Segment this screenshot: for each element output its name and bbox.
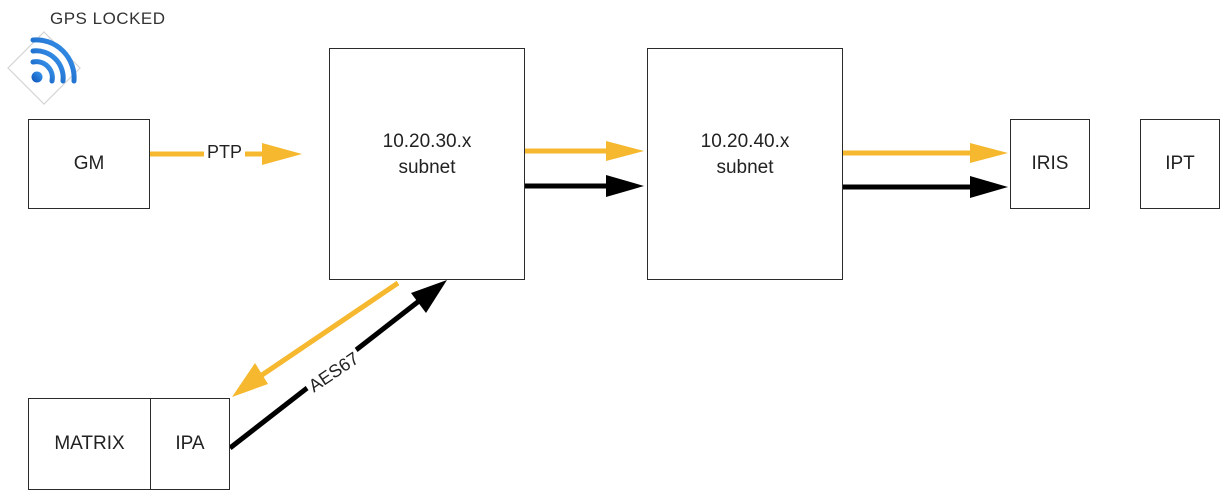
subnet-b-label: subnet bbox=[716, 157, 774, 178]
subnet-a-label: subnet bbox=[398, 157, 456, 178]
ipt-node: IPT bbox=[1140, 119, 1220, 209]
subnet-a-address: 10.20.30.x bbox=[382, 131, 472, 152]
iris-node: IRIS bbox=[1010, 119, 1090, 209]
ptp-arrow-a-to-ipa bbox=[232, 280, 400, 397]
matrix-node: MATRIX bbox=[28, 398, 151, 490]
iris-label: IRIS bbox=[1031, 153, 1069, 174]
gm-label: GM bbox=[73, 153, 105, 174]
subnet-b-node: 10.20.40.x subnet bbox=[647, 48, 843, 280]
ptp-arrow-b-to-iris bbox=[843, 143, 1008, 163]
ipa-node: IPA bbox=[150, 398, 230, 490]
subnet-b-address: 10.20.40.x bbox=[700, 131, 790, 152]
audio-arrow-a-to-b bbox=[525, 175, 644, 197]
gps-status-label: GPS LOCKED bbox=[50, 9, 166, 28]
gps-signal-icon bbox=[7, 31, 81, 105]
ptp-link-label: PTP bbox=[204, 142, 246, 163]
ptp-arrow-a-to-b bbox=[525, 141, 644, 161]
ipt-label: IPT bbox=[1165, 153, 1195, 174]
subnet-a-node: 10.20.30.x subnet bbox=[329, 48, 525, 280]
audio-arrow-b-to-iris bbox=[843, 176, 1008, 198]
matrix-label: MATRIX bbox=[54, 433, 125, 454]
gm-node: GM bbox=[28, 119, 150, 209]
ipa-label: IPA bbox=[175, 433, 205, 454]
